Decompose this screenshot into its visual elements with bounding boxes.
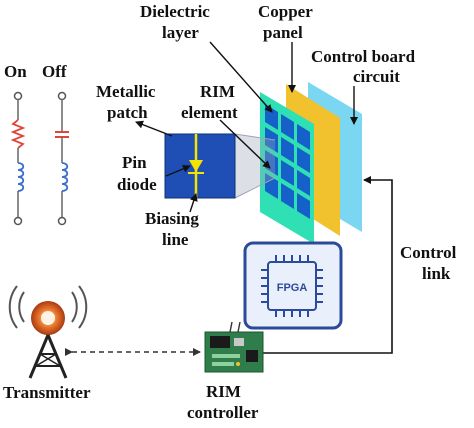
metallic-patch-label: Metallic — [96, 82, 156, 101]
rim-controller-label: RIM — [206, 382, 241, 401]
control-board-label: Control board — [311, 47, 416, 66]
control-link-label-2: link — [422, 264, 451, 283]
metallic-patch-label-2: patch — [107, 103, 148, 122]
rim-controller-label-2: controller — [187, 403, 259, 422]
pin-diode-arrow — [165, 165, 191, 177]
pin-diode-icon — [189, 160, 203, 172]
metallic-patch-closeup — [164, 133, 236, 199]
radio-tower-icon — [8, 285, 88, 379]
dielectric-layer-label: Dielectric — [140, 2, 210, 21]
rim-element-label: RIM — [200, 82, 235, 101]
control-link-label: Control — [400, 243, 457, 262]
dielectric-arrow — [209, 41, 273, 113]
circuit-board-icon — [204, 321, 264, 373]
dielectric-layer-label-2: layer — [162, 23, 199, 42]
copper-panel-label: Copper — [258, 2, 313, 21]
rim-element-label-2: element — [181, 103, 238, 122]
fpga-label: FPGA — [277, 282, 308, 294]
off-label: Off — [42, 62, 67, 81]
metallic-patch-arrow — [135, 120, 173, 137]
resistor-icon — [10, 119, 26, 149]
off-state-circuit: Off — [42, 62, 69, 226]
biasing-line-label: Biasing — [145, 209, 199, 228]
control-board-label-2: circuit — [353, 67, 400, 86]
rim-element-arrow — [219, 119, 271, 169]
control-link-line — [262, 176, 393, 354]
capacitor-icon — [55, 131, 69, 138]
chip-icon — [261, 255, 323, 317]
pin-diode-label-2: diode — [117, 175, 157, 194]
biasing-line-arrow — [189, 193, 198, 213]
inductor-icon — [17, 162, 25, 192]
pin-diode-label: Pin — [122, 153, 147, 172]
biasing-line-label-2: line — [162, 230, 189, 249]
copper-panel-label-2: panel — [263, 23, 303, 42]
inductor-icon — [61, 162, 69, 192]
on-label: On — [4, 62, 27, 81]
fpga-chip: FPGA — [243, 241, 343, 330]
transmitter-label: Transmitter — [3, 383, 91, 402]
on-state-circuit: On — [4, 62, 27, 226]
zoom-projection — [235, 134, 275, 198]
